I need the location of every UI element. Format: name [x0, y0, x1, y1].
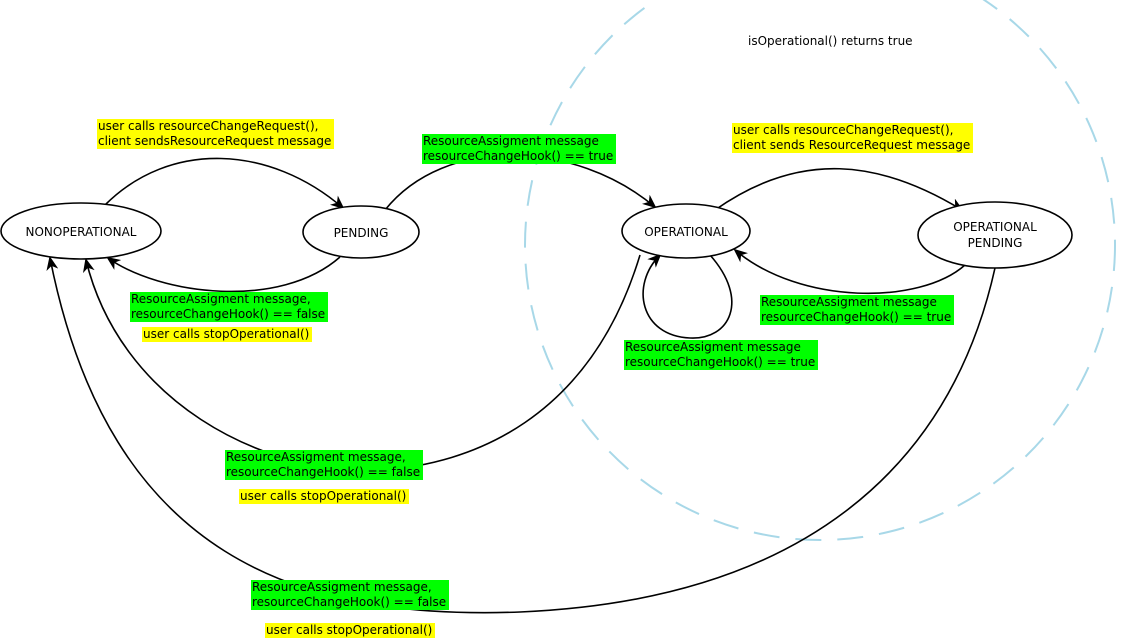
label-pending-to-nonop: ResourceAssigment message, resourceChang… [130, 292, 329, 322]
label-line: client sendsResourceRequest message [98, 134, 332, 148]
state-operational: OPERATIONAL [621, 203, 751, 259]
state-nonoperational: NONOPERATIONAL [0, 202, 162, 260]
edge-oppending-to-operational [733, 248, 966, 295]
label-line: ResourceAssigment message, [131, 292, 311, 306]
label-nonop-to-pending: user calls resourceChangeRequest(), clie… [97, 119, 335, 149]
edge-pending-to-nonop [106, 256, 341, 293]
state-pending: PENDING [302, 205, 420, 259]
label-line: ResourceAssigment message [625, 340, 801, 354]
label-line: ResourceAssigment message [761, 295, 937, 309]
label-pending-to-nonop-user: user calls stopOperational() [142, 327, 313, 342]
edge-nonop-to-pending [104, 157, 345, 210]
label-oppending-to-nonop: ResourceAssigment message, resourceChang… [251, 580, 450, 610]
label-line: ResourceAssigment message, [252, 580, 432, 594]
label-line: ResourceAssigment message, [226, 450, 406, 464]
label-operational-to-nonop-user: user calls stopOperational() [239, 489, 410, 504]
edge-oppending-to-nonop [46, 256, 996, 614]
label-pending-to-operational: ResourceAssigment message resourceChange… [422, 134, 617, 164]
label-line: resourceChangeHook() == false [226, 465, 421, 479]
edge-operational-to-nonop [83, 254, 641, 471]
state-pending-label: PENDING [334, 226, 389, 240]
edge-operational-self [642, 253, 733, 339]
label-line: resourceChangeHook() == true [423, 149, 614, 163]
label-line: user calls resourceChangeRequest(), [98, 119, 319, 133]
label-operational-to-oppending: user calls resourceChangeRequest(), clie… [732, 123, 974, 153]
label-line: resourceChangeHook() == false [252, 595, 447, 609]
label-line: resourceChangeHook() == true [761, 310, 952, 324]
label-line: ResourceAssigment message [423, 134, 599, 148]
label-operational-to-nonop: ResourceAssigment message, resourceChang… [225, 450, 424, 480]
state-operational-pending-label-2: PENDING [968, 236, 1023, 250]
edge-operational-to-oppending [714, 167, 964, 212]
region-label: isOperational() returns true [748, 34, 913, 48]
label-line: user calls resourceChangeRequest(), [733, 123, 954, 137]
label-line: client sends ResourceRequest message [733, 138, 971, 152]
state-nonoperational-label: NONOPERATIONAL [26, 225, 137, 239]
label-line: resourceChangeHook() == true [625, 355, 816, 369]
label-operational-self: ResourceAssigment message resourceChange… [624, 340, 819, 370]
label-oppending-to-operational: ResourceAssigment message resourceChange… [760, 295, 955, 325]
label-line: resourceChangeHook() == false [131, 307, 326, 321]
state-operational-pending-label-1: OPERATIONAL [953, 220, 1037, 234]
operational-region [524, 0, 1116, 541]
state-operational-label: OPERATIONAL [644, 225, 728, 239]
state-operational-pending: OPERATIONAL PENDING [917, 201, 1073, 269]
label-oppending-to-nonop-user: user calls stopOperational() [265, 623, 436, 638]
